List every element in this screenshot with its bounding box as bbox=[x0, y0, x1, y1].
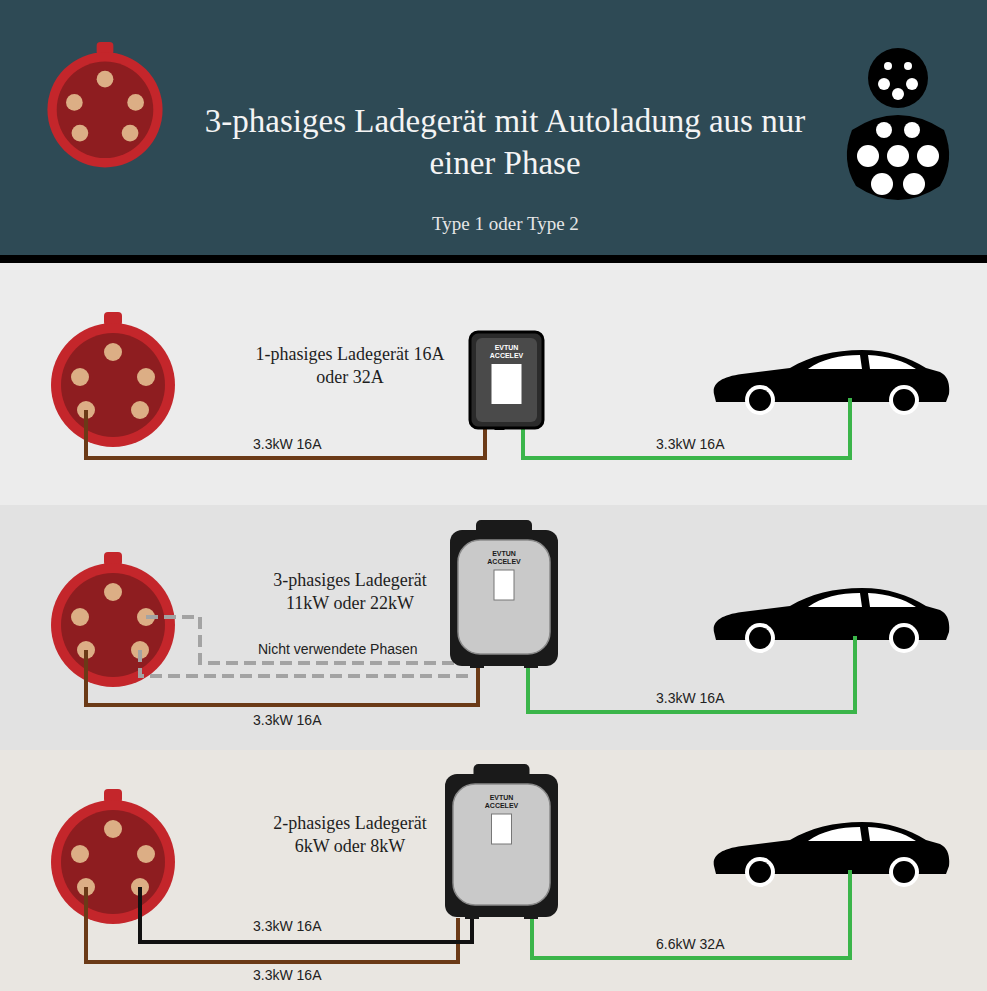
car-icon bbox=[714, 822, 950, 887]
section-heading: 2-phasiges Ladegerät 6kW oder 8kW bbox=[255, 812, 445, 858]
charge-cable bbox=[528, 636, 855, 712]
brand-logo: EVTUN ACCELEV bbox=[484, 794, 520, 810]
charge-cable bbox=[532, 870, 850, 958]
section-band: 3-phasiges Ladegerät 11kW oder 22kW EVTUN… bbox=[0, 505, 987, 750]
car-icon bbox=[714, 350, 950, 415]
charger-box: EVTUN ACCELEV bbox=[448, 520, 560, 668]
wire-label: 6.6kW 32A bbox=[656, 936, 724, 952]
car-icon bbox=[714, 588, 950, 653]
charger-outline bbox=[448, 520, 560, 668]
phase-wire bbox=[140, 887, 472, 942]
plug-icon bbox=[47, 42, 162, 167]
section-ground bbox=[0, 505, 987, 750]
wire-label: 3.3kW 16A bbox=[253, 918, 321, 934]
plug-icon bbox=[51, 312, 175, 447]
charger-box: EVTUN ACCELEV bbox=[443, 764, 560, 919]
header-band bbox=[0, 0, 987, 255]
section-band: 2-phasiges Ladegerät 6kW oder 8kW EVTUN A… bbox=[0, 750, 987, 991]
wire-label: 3.3kW 16A bbox=[253, 712, 321, 728]
unused-phase bbox=[146, 617, 470, 663]
wire-label: 3.3kW 16A bbox=[656, 436, 724, 452]
charger-box: EVTUN ACCELEV bbox=[468, 330, 545, 430]
phase-wire bbox=[86, 650, 478, 705]
wire-label: Nicht verwendete Phasen bbox=[258, 641, 418, 657]
subtitle: Type 1 oder Type 2 bbox=[432, 212, 579, 236]
section-ground bbox=[0, 750, 987, 991]
brand-logo: EVTUN ACCELEV bbox=[489, 344, 525, 360]
type2-connector bbox=[847, 115, 949, 200]
charger-outline bbox=[443, 764, 560, 919]
brand-logo: EVTUN ACCELEV bbox=[486, 550, 522, 566]
wire-label: 3.3kW 16A bbox=[656, 690, 724, 706]
title: 3-phasiges Ladegerät mit Autoladung aus … bbox=[200, 100, 810, 184]
section-band: 1-phasiges Ladegerät 16A oder 32A EVTUN A… bbox=[0, 263, 987, 505]
section-heading: 1-phasiges Ladegerät 16A oder 32A bbox=[255, 343, 445, 389]
plug-icon bbox=[51, 552, 175, 687]
section-ground bbox=[0, 263, 987, 505]
charge-cable bbox=[523, 398, 850, 458]
section-heading: 3-phasiges Ladegerät 11kW oder 22kW bbox=[255, 569, 445, 615]
wire-label: 3.3kW 16A bbox=[253, 967, 321, 983]
phase-wire bbox=[86, 410, 485, 458]
type1-connector bbox=[868, 48, 928, 108]
wire-label: 3.3kW 16A bbox=[253, 436, 321, 452]
plug-icon bbox=[51, 789, 175, 924]
divider bbox=[0, 255, 987, 263]
